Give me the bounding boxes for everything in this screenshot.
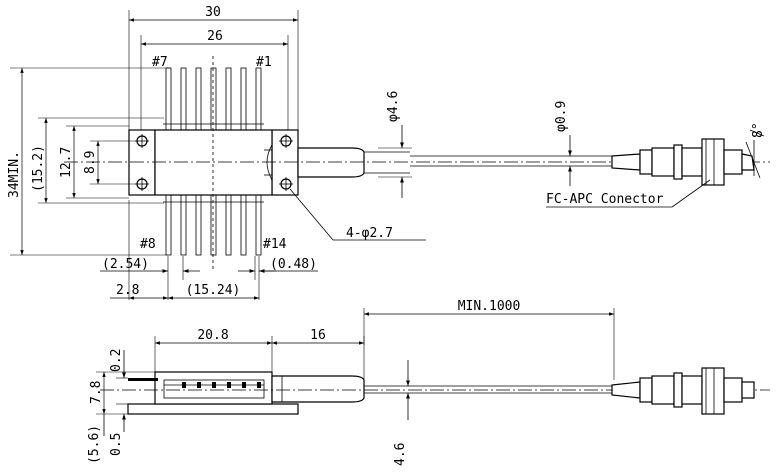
- dim-12-7: 12.7: [59, 125, 129, 199]
- pin: [210, 67, 217, 131]
- holes-callout: 4-φ2.7: [289, 188, 426, 241]
- pin: [195, 67, 202, 131]
- dim-side-4-6-label: 4.6: [393, 443, 408, 466]
- dim-phi-0-9: φ0.9: [554, 101, 572, 186]
- pin: [240, 67, 247, 131]
- fiber-boot: [297, 147, 365, 178]
- dim-7-8: 7.8: [89, 371, 155, 415]
- dim-7-8-label: 7.8: [89, 381, 104, 404]
- dim-8-degree-label: 8°: [751, 122, 766, 138]
- dim-0-48: (0.48): [238, 257, 318, 273]
- dim-5-6: (5.6): [87, 414, 105, 464]
- fc-apc-connector-side: [611, 367, 755, 415]
- dim-width-30-label: 30: [205, 5, 221, 20]
- dim-0-2-label: 0.2: [109, 349, 124, 372]
- top-pin-row: [165, 67, 262, 131]
- dim-width-26-label: 26: [207, 29, 223, 44]
- dim-15-2-label: (15.2): [31, 145, 46, 192]
- dim-width-30: 30: [128, 5, 299, 131]
- dim-0-48-label: (0.48): [270, 257, 317, 272]
- dim-5-6-label: (5.6): [87, 425, 102, 464]
- side-fiber-boot: [271, 375, 365, 403]
- pin-7-label: #7: [152, 55, 168, 70]
- dim-34min: 34MIN.: [7, 67, 170, 256]
- dim-phi-4-6: φ4.6: [378, 91, 412, 198]
- pin-14-label: #14: [263, 237, 287, 252]
- dim-16-label: 16: [310, 328, 326, 343]
- dim-phi-4-6-label: φ4.6: [386, 91, 401, 122]
- right-flange: [271, 129, 299, 196]
- dim-8-9-label: 8.9: [83, 151, 98, 174]
- fc-apc-connector-top: [611, 138, 755, 186]
- side-pin-strip: [128, 378, 158, 381]
- side-base: [127, 403, 299, 415]
- dim-2-54-label: (2.54): [102, 257, 149, 272]
- bottom-pin-row: [165, 194, 262, 256]
- pin: [165, 67, 172, 131]
- pin-1-label: #1: [256, 55, 272, 70]
- dim-20-8: 20.8: [154, 328, 273, 372]
- dim-16: 16: [272, 328, 365, 345]
- pin: [225, 67, 232, 131]
- dim-phi-0-9-label: φ0.9: [554, 101, 569, 132]
- dim-20-8-label: 20.8: [197, 328, 228, 343]
- dim-min-1000: MIN.1000: [363, 299, 615, 385]
- pin: [240, 194, 247, 256]
- dim-15-24-label: (15.24): [186, 283, 241, 298]
- package-body: [154, 129, 273, 196]
- pin: [255, 67, 262, 131]
- dim-min-1000-label: MIN.1000: [458, 299, 521, 314]
- dim-2-8-label: 2.8: [116, 283, 139, 298]
- fc-apc-callout: FC-APC Conector: [546, 179, 711, 208]
- dim-2-54: (2.54): [100, 257, 200, 273]
- dim-15-2: (15.2): [31, 117, 164, 204]
- dim-0-5: 0.5: [109, 403, 128, 456]
- top-view: 30 26 #7 #1 #8 #14: [7, 5, 770, 300]
- dim-12-7-label: 12.7: [59, 147, 74, 178]
- pin: [225, 194, 232, 256]
- holes-label: 4-φ2.7: [346, 226, 393, 241]
- pin: [255, 194, 262, 256]
- pin-8-label: #8: [140, 237, 156, 252]
- pin: [180, 194, 187, 256]
- dim-0-5-label: 0.5: [109, 433, 124, 456]
- dim-side-4-6: 4.6: [393, 360, 410, 466]
- dim-0-2: 0.2: [109, 349, 128, 379]
- dim-2-8: 2.8: [110, 283, 168, 300]
- pin: [210, 194, 217, 256]
- dim-8-9: 8.9: [83, 140, 136, 185]
- pin: [165, 194, 172, 256]
- pin: [180, 67, 187, 131]
- dim-8-degree: 8°: [745, 122, 766, 179]
- dim-width-26: 26: [140, 29, 289, 131]
- side-pin-marks: [182, 382, 261, 388]
- connector-label: FC-APC Conector: [546, 192, 664, 207]
- side-view: MIN.1000 20.8 16: [87, 299, 770, 466]
- dim-34min-label: 34MIN.: [7, 151, 22, 198]
- pin: [195, 194, 202, 256]
- dim-15-24: (15.24): [168, 283, 259, 300]
